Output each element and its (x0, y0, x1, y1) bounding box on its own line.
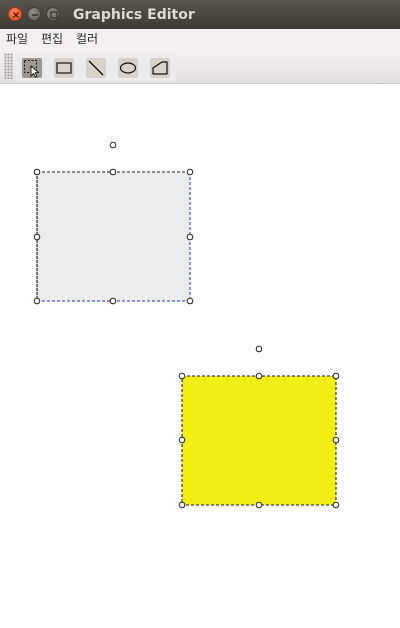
resize-handle-nw[interactable] (178, 372, 186, 380)
select-cursor-icon (24, 60, 39, 78)
resize-handle-w[interactable] (178, 436, 186, 444)
maximize-icon (50, 11, 58, 19)
title-bar: Graphics Editor (0, 0, 400, 29)
polygon-tool-button[interactable] (150, 58, 170, 78)
canvas-drawing-surface[interactable] (0, 84, 400, 628)
minimize-icon (32, 14, 38, 16)
menu-file[interactable]: 파일 (6, 32, 29, 46)
resize-handle-sw[interactable] (33, 297, 41, 305)
line-icon (88, 60, 104, 76)
resize-handle-ne[interactable] (186, 168, 194, 176)
maximize-window-button[interactable] (46, 7, 60, 21)
rectangle-fill[interactable] (37, 172, 190, 301)
rectangle-tool-button[interactable] (54, 58, 74, 78)
resize-handle-ne[interactable] (332, 372, 340, 380)
shape-rectangle-gray[interactable] (36, 171, 191, 302)
line-tool-button[interactable] (86, 58, 106, 78)
minimize-window-button[interactable] (27, 7, 41, 21)
rectangle-fill[interactable] (181, 375, 337, 506)
ellipse-tool-button[interactable] (118, 58, 138, 78)
selection-handles-gray[interactable] (33, 141, 194, 305)
select-tool-button[interactable] (22, 58, 42, 78)
window-title: Graphics Editor (73, 7, 195, 23)
resize-handle-n[interactable] (109, 168, 117, 176)
ellipse-icon (119, 62, 137, 74)
resize-handle-n[interactable] (255, 372, 263, 380)
resize-handle-s[interactable] (255, 501, 263, 509)
resize-handle-sw[interactable] (178, 501, 186, 509)
drawing-canvas[interactable] (0, 84, 400, 628)
resize-handle-e[interactable] (186, 233, 194, 241)
resize-handle-w[interactable] (33, 233, 41, 241)
polygon-icon (152, 61, 168, 75)
resize-handle-se[interactable] (186, 297, 194, 305)
resize-handle-s[interactable] (109, 297, 117, 305)
rectangle-icon (56, 62, 72, 74)
rotate-handle[interactable] (255, 345, 263, 353)
resize-handle-e[interactable] (332, 436, 340, 444)
close-icon (13, 12, 19, 18)
shape-rectangle-yellow[interactable] (181, 375, 337, 506)
rotate-handle[interactable] (109, 141, 117, 149)
menu-color[interactable]: 컬러 (76, 32, 99, 46)
toolbar (0, 49, 400, 84)
menu-edit[interactable]: 편집 (41, 32, 64, 46)
close-window-button[interactable] (8, 7, 22, 21)
menu-bar: 파일 편집 컬러 (0, 29, 400, 49)
resize-handle-se[interactable] (332, 501, 340, 509)
tool-group (16, 52, 176, 81)
resize-handle-nw[interactable] (33, 168, 41, 176)
selection-handles-yellow[interactable] (178, 345, 340, 509)
toolbar-grip-handle[interactable] (4, 53, 13, 79)
